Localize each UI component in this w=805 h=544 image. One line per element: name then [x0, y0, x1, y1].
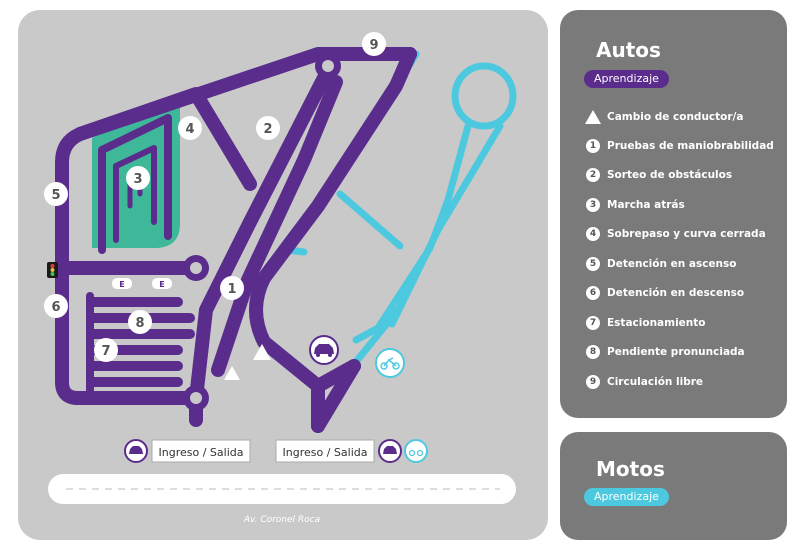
driver-change-triangle-icon — [224, 366, 240, 380]
legend-item-8: 8 Pendiente pronunciada — [586, 344, 745, 360]
marker-7: 7 — [94, 338, 118, 362]
marker-1: 1 — [220, 276, 244, 300]
legend-item-7: 7 Estacionamiento — [586, 315, 706, 331]
svg-text:2: 2 — [263, 122, 272, 137]
car-roads — [55, 47, 417, 433]
autos-title: Autos — [596, 38, 661, 62]
legend-item-3: 3 Marcha atrás — [586, 197, 685, 213]
legend-item-1: 1 Pruebas de maniobrabilidad — [586, 138, 774, 154]
legend-item-driver-change: Cambio de conductor/a — [585, 109, 743, 125]
circuit-map-svg: E E 9 4 2 3 5 6 1 8 7 Ingreso / Salida — [18, 10, 548, 540]
marker-badge: 2 — [586, 168, 600, 182]
legend-item-6: 6 Detención en descenso — [586, 285, 744, 301]
entrance-right: Ingreso / Salida — [275, 439, 428, 463]
marker-5: 5 — [44, 182, 68, 206]
legend-item-9: 9 Circulación libre — [586, 374, 703, 390]
exam-sign-right: E — [152, 278, 172, 289]
marker-8: 8 — [128, 310, 152, 334]
motorcycle-icon — [375, 348, 405, 378]
marker-badge: 4 — [586, 227, 600, 241]
motos-badge: Aprendizaje — [584, 488, 669, 506]
marker-badge: 7 — [586, 316, 600, 330]
autos-badge: Aprendizaje — [584, 70, 669, 88]
legend-item-2: 2 Sorteo de obstáculos — [586, 167, 732, 183]
legend-item-5: 5 Detención en ascenso — [586, 256, 737, 272]
svg-text:8: 8 — [135, 316, 144, 331]
motorcycle-icon — [404, 439, 428, 463]
svg-text:1: 1 — [227, 282, 236, 297]
svg-text:5: 5 — [51, 188, 60, 203]
traffic-light-icon — [47, 262, 58, 278]
marker-2: 2 — [256, 116, 280, 140]
marker-badge: 8 — [586, 345, 600, 359]
marker-badge: 5 — [586, 257, 600, 271]
marker-4: 4 — [178, 116, 202, 140]
svg-text:9: 9 — [369, 38, 378, 53]
driver-change-triangle-icon — [253, 344, 271, 360]
marker-badge: 9 — [586, 375, 600, 389]
svg-text:E: E — [159, 280, 164, 289]
svg-text:3: 3 — [133, 172, 142, 187]
exam-sign-left: E — [112, 278, 132, 289]
svg-text:E: E — [119, 280, 124, 289]
marker-badge: 3 — [586, 198, 600, 212]
marker-badge: 6 — [586, 286, 600, 300]
entrance-left-label: Ingreso / Salida — [159, 446, 244, 459]
svg-text:7: 7 — [101, 344, 110, 359]
marker-9: 9 — [362, 32, 386, 56]
motos-title: Motos — [596, 457, 665, 481]
svg-text:4: 4 — [185, 122, 194, 137]
entrance-left: Ingreso / Salida — [124, 439, 251, 463]
legend-item-4: 4 Sobrepaso y curva cerrada — [586, 226, 766, 242]
circuit-map: E E 9 4 2 3 5 6 1 8 7 Ingreso / Salida — [18, 10, 548, 540]
marker-badge: 1 — [586, 139, 600, 153]
marker-6: 6 — [44, 294, 68, 318]
avenue: Av. Coronel Roca — [48, 474, 516, 525]
autos-legend-panel: Autos Aprendizaje Cambio de conductor/a … — [560, 10, 787, 418]
car-icon — [309, 335, 339, 365]
roundabouts — [183, 53, 341, 411]
marker-3: 3 — [126, 166, 150, 190]
entrance-right-label: Ingreso / Salida — [283, 446, 368, 459]
motos-legend-panel: Motos Aprendizaje — [560, 432, 787, 540]
street-name: Av. Coronel Roca — [243, 515, 320, 525]
svg-text:6: 6 — [51, 300, 60, 315]
triangle-icon — [585, 110, 601, 124]
